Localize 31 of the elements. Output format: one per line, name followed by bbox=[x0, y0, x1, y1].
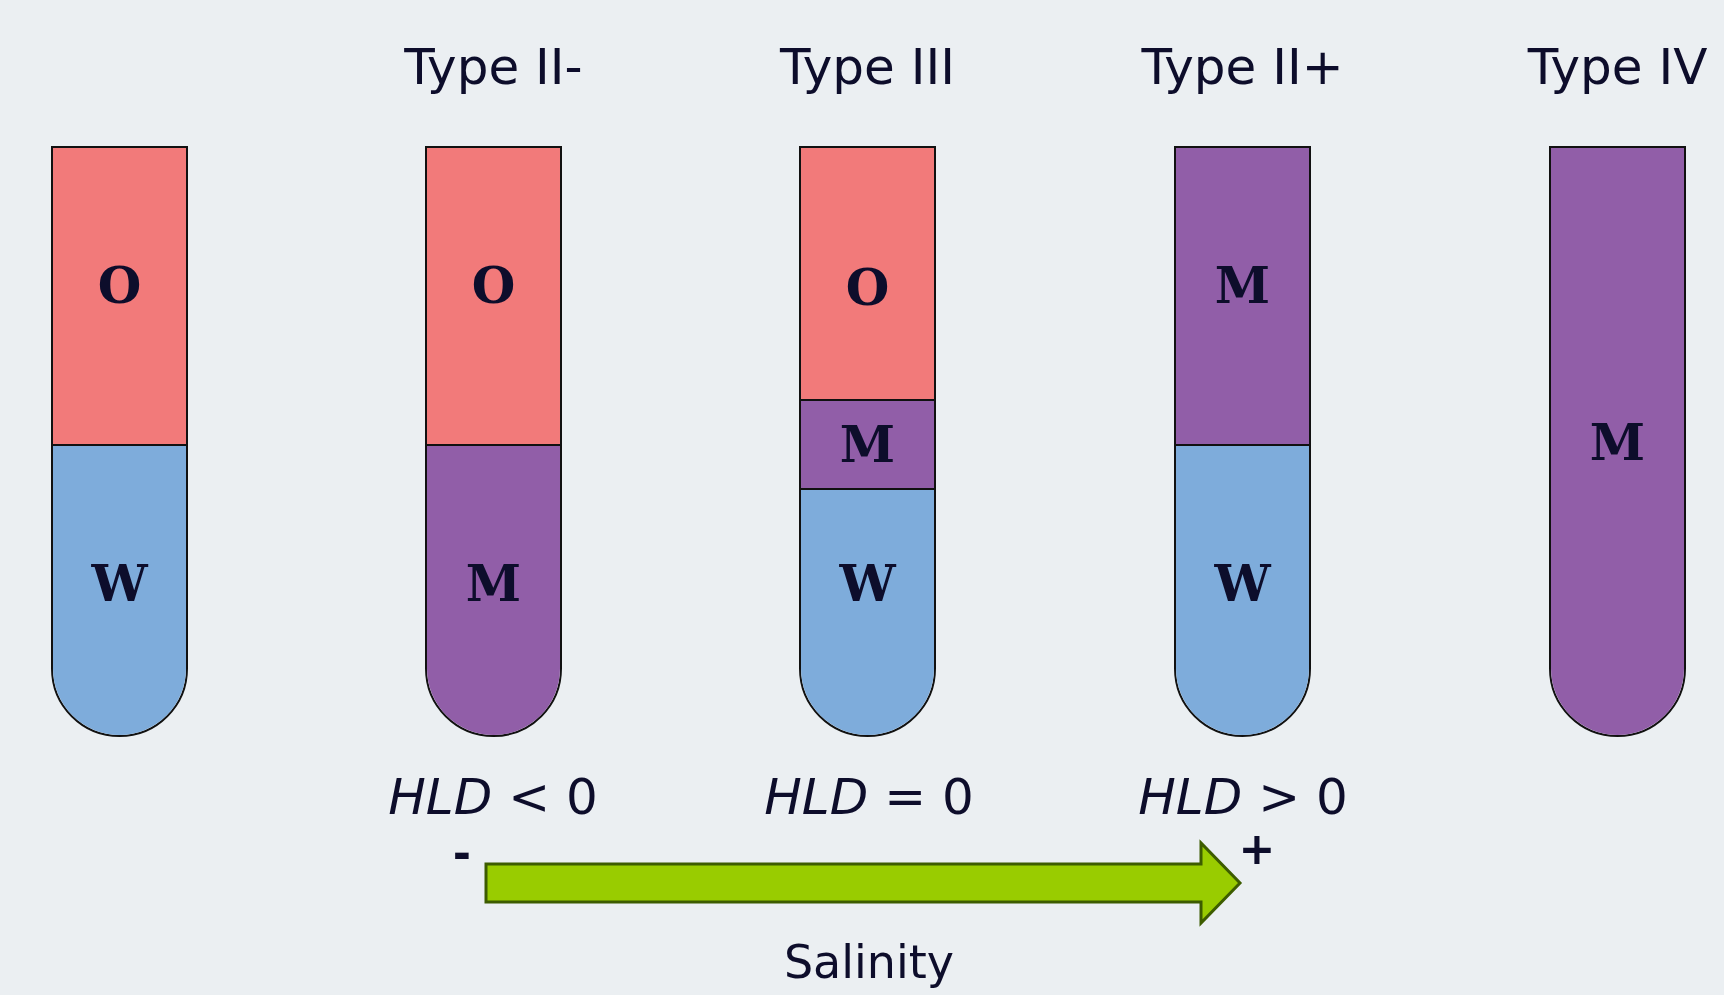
phase-letter: O bbox=[845, 262, 890, 313]
phase-layer bbox=[1176, 148, 1309, 444]
phase-layer bbox=[801, 488, 934, 735]
tube-title: Type II+ bbox=[1141, 38, 1344, 96]
tube-title: Type IV bbox=[1527, 38, 1708, 96]
test-tube bbox=[425, 146, 562, 737]
tube-title: Type III bbox=[780, 38, 955, 96]
condition-label: HLD < 0 bbox=[388, 768, 598, 826]
phase-letter: W bbox=[1214, 558, 1271, 609]
phase-layer bbox=[801, 399, 934, 488]
phase-letter: W bbox=[91, 558, 148, 609]
phase-layer bbox=[427, 148, 560, 444]
phase-layer bbox=[53, 444, 186, 735]
phase-letter: M bbox=[1589, 417, 1646, 468]
condition-label: HLD = 0 bbox=[764, 768, 974, 826]
phase-layer bbox=[427, 444, 560, 735]
axis-label: Salinity bbox=[783, 935, 955, 989]
phase-layer bbox=[1176, 444, 1309, 735]
phase-layer bbox=[53, 148, 186, 444]
minus-sign: - bbox=[452, 827, 472, 879]
phase-letter: W bbox=[839, 559, 896, 610]
phase-letter: M bbox=[1214, 261, 1271, 312]
test-tube bbox=[51, 146, 188, 737]
phase-letter: M bbox=[839, 419, 896, 470]
phase-letter: O bbox=[471, 261, 516, 312]
phase-letter: M bbox=[465, 558, 522, 609]
phase-letter: O bbox=[97, 261, 142, 312]
test-tube bbox=[1174, 146, 1311, 737]
tube-title: Type II- bbox=[404, 38, 583, 96]
phase-layer bbox=[801, 148, 934, 399]
test-tube bbox=[799, 146, 936, 737]
